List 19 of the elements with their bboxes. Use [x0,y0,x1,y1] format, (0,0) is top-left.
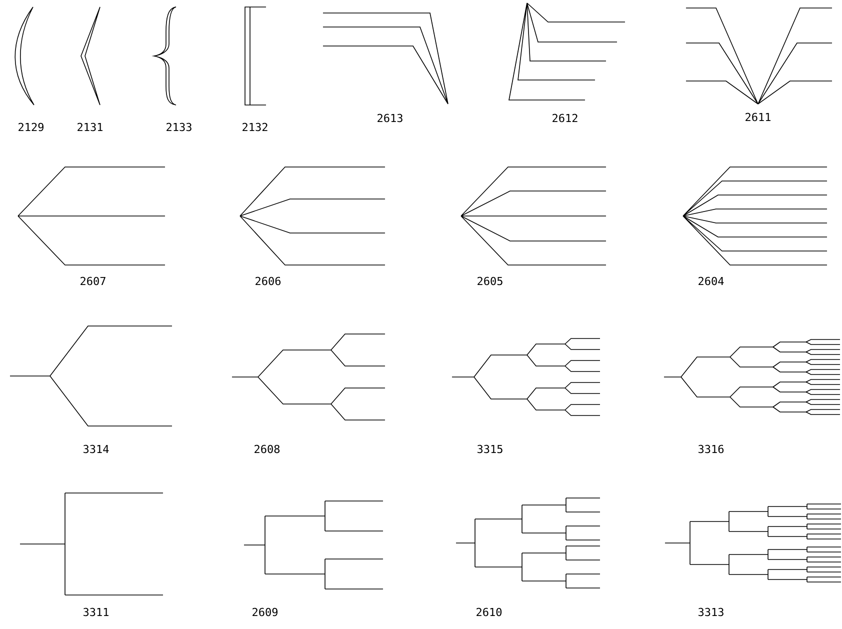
symbol-number: 3315 [478,444,502,454]
symbol-number: 2613 [378,114,402,122]
symbol-number: 2611 [746,112,770,122]
symbol-number: 2604 [698,276,724,286]
symbol-number: 2607 [80,276,106,286]
symbol-number: 3314 [84,444,109,454]
symbol-number: 2609 [252,608,278,616]
symbol-number: 2605 [478,276,502,286]
symbol-number: 2131 [78,122,102,132]
symbol-number: 2610 [476,608,502,616]
symbol-number: 3313 [698,608,724,616]
symbol-number: 3311 [84,608,108,616]
symbol-number: 2129 [18,122,44,132]
symbol-number: 2608 [254,444,280,454]
symbol-number: 2133 [166,122,192,132]
symbol-number: 2606 [256,276,281,286]
symbol-number: 2612 [552,114,578,122]
symbol-number: 3316 [698,444,724,454]
symbol-number: 2132 [242,122,268,132]
